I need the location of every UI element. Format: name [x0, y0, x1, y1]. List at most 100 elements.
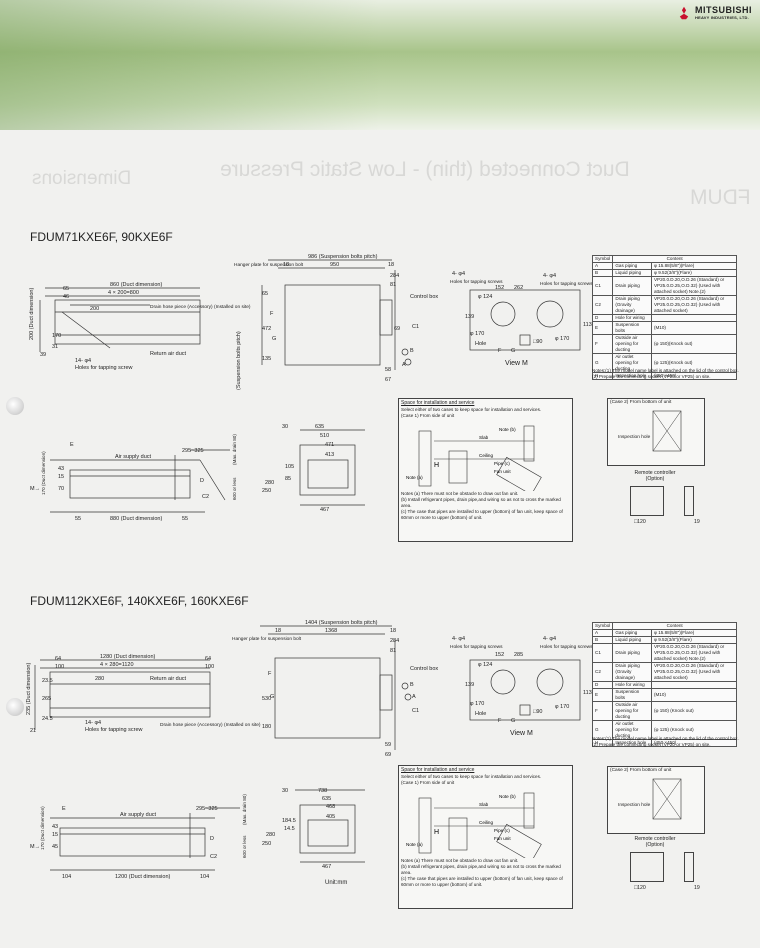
brand-name: MITSUBISHI	[694, 5, 752, 15]
table-cell: D	[591, 681, 614, 689]
table-cell: φ 15.88(5/8")(Flare)	[650, 629, 738, 637]
top-view-2-labels: 1280 (Duct dimension) 4 × 280=1120 64 10…	[26, 654, 261, 734]
label-H: H	[434, 462, 439, 469]
dim-label: 250	[262, 488, 271, 494]
dim-label: 15	[52, 832, 58, 838]
dim-label: 880 (Duct dimension)	[110, 516, 162, 522]
dim-label: 31	[52, 344, 58, 350]
dim-label: 19	[694, 519, 700, 525]
dim-label: 19	[694, 885, 700, 891]
dim-label: 950	[330, 262, 339, 268]
side-view-2-labels: 1404 (Suspension bolts pitch) 1368 18 18…	[232, 620, 438, 758]
label-G: G	[272, 336, 276, 342]
label-D: D	[210, 836, 214, 842]
dim-label: φ 170	[555, 336, 569, 342]
front-view-2	[50, 807, 240, 871]
view-m-1	[469, 289, 581, 351]
dim-label: 64	[205, 656, 211, 662]
dim-label: 986 (Suspension bolts pitch)	[308, 254, 378, 260]
dim-label: 280	[265, 480, 274, 486]
dim-label: 200 (Duct dimension)	[29, 288, 35, 340]
case2-box: (Case 2) From bottom of unit Inspection …	[607, 398, 705, 466]
dim-label: 81	[390, 282, 396, 288]
return-label: Return air duct	[150, 351, 187, 357]
note-a-label: Note (a)	[406, 842, 423, 847]
side-view-1	[261, 259, 412, 370]
dim-label: 152	[495, 285, 504, 291]
air-label: Air supply duct	[115, 454, 152, 460]
dim-label: 18	[275, 628, 281, 634]
dim-label: 81	[390, 648, 396, 654]
dim-label: (Suspension bolts pitch)	[236, 331, 242, 390]
label-F: F	[268, 671, 272, 677]
hanger-label: Hanger plate for suspension bolt	[232, 636, 302, 642]
note-line: (b) Install refrigerant pipes, drain pip…	[401, 497, 561, 508]
remote-option: (Option)	[645, 842, 665, 848]
table-cell: A	[591, 629, 614, 637]
end-view-1	[299, 429, 365, 506]
dim-label: 170 (Duct dimension)	[40, 806, 45, 850]
punch-hole	[6, 397, 24, 415]
case2-diagram	[652, 778, 682, 820]
table-cell: Hole for wiring	[612, 681, 652, 689]
dim-label: 467	[320, 507, 329, 513]
dim-label: 18	[390, 628, 396, 634]
header-banner	[0, 0, 760, 130]
dim-label: 472	[262, 326, 271, 332]
remote-controller	[630, 852, 664, 882]
fan-label: Fan unit	[494, 836, 511, 841]
dim-label: 468	[326, 804, 335, 810]
space-title: Space for installation and service	[401, 767, 475, 773]
dim-label: 100	[55, 664, 64, 670]
holes-label: Holes for tapping screws	[450, 644, 503, 650]
label-F: F	[498, 718, 502, 724]
table-cell: (M10)	[650, 688, 738, 702]
side-view-1-labels: 986 (Suspension bolts pitch) 950 18 18 2…	[234, 254, 438, 390]
table-header: Symbol	[591, 622, 614, 630]
note-b-label: Note (b)	[499, 794, 516, 799]
dim-label: 235 (Duct dimension)	[26, 663, 32, 715]
remote-controller	[630, 486, 664, 516]
dim-label: 510	[320, 433, 329, 439]
fan-label: Fan unit	[494, 469, 511, 474]
holes-label: Holes for tapping screws	[450, 279, 503, 285]
label-C1: C1	[412, 324, 419, 330]
dim-label: 65	[63, 286, 69, 292]
view-m-2	[469, 659, 581, 721]
dim-label: 139	[465, 682, 474, 688]
dim-label: 413	[325, 452, 334, 458]
unit-label: Unit:mm	[325, 880, 347, 886]
dim-label: 600 or less	[232, 477, 237, 500]
dim-label: 262	[514, 285, 523, 291]
dim-label: 467	[322, 864, 331, 870]
front-view-2-labels: E M→ D C2 Air supply duct 295~325 (Max. …	[30, 794, 247, 880]
remote-option: (Option)	[645, 476, 665, 482]
label-G: G	[511, 718, 515, 724]
space-notes: Notes (a) There must not be obstacle to …	[401, 491, 566, 521]
table-cell: H	[591, 739, 614, 747]
table-header: Content	[612, 622, 737, 630]
label-E: E	[62, 806, 66, 812]
table-cell: Air outlet opening for ducting	[612, 720, 652, 740]
end-view-2-labels: 30 738 635 468 405 467 250 280 184.5 14.…	[262, 788, 347, 886]
dim-label: 285	[514, 652, 523, 658]
dim-label: 1280 (Duct dimension)	[100, 654, 156, 660]
note-line: Notes (a) There must not be obstacle to …	[401, 491, 519, 496]
case2-title: (Case 2) From bottom of unit	[610, 768, 671, 773]
holes-label: Holes for tapping screw	[75, 365, 132, 371]
label-B: B	[410, 682, 414, 688]
dim-label: 85	[285, 476, 291, 482]
space-diagram: Note (b) Slab Ceiling Pipe (c) Fan unit …	[406, 425, 542, 491]
dim-label: 18	[388, 262, 394, 268]
dim-label: 250	[262, 841, 271, 847]
dim-label: 55	[182, 516, 188, 522]
dim-label: 4- φ4	[543, 273, 556, 279]
table-cell: φ 9.52(3/8")(Flare)	[650, 636, 738, 644]
